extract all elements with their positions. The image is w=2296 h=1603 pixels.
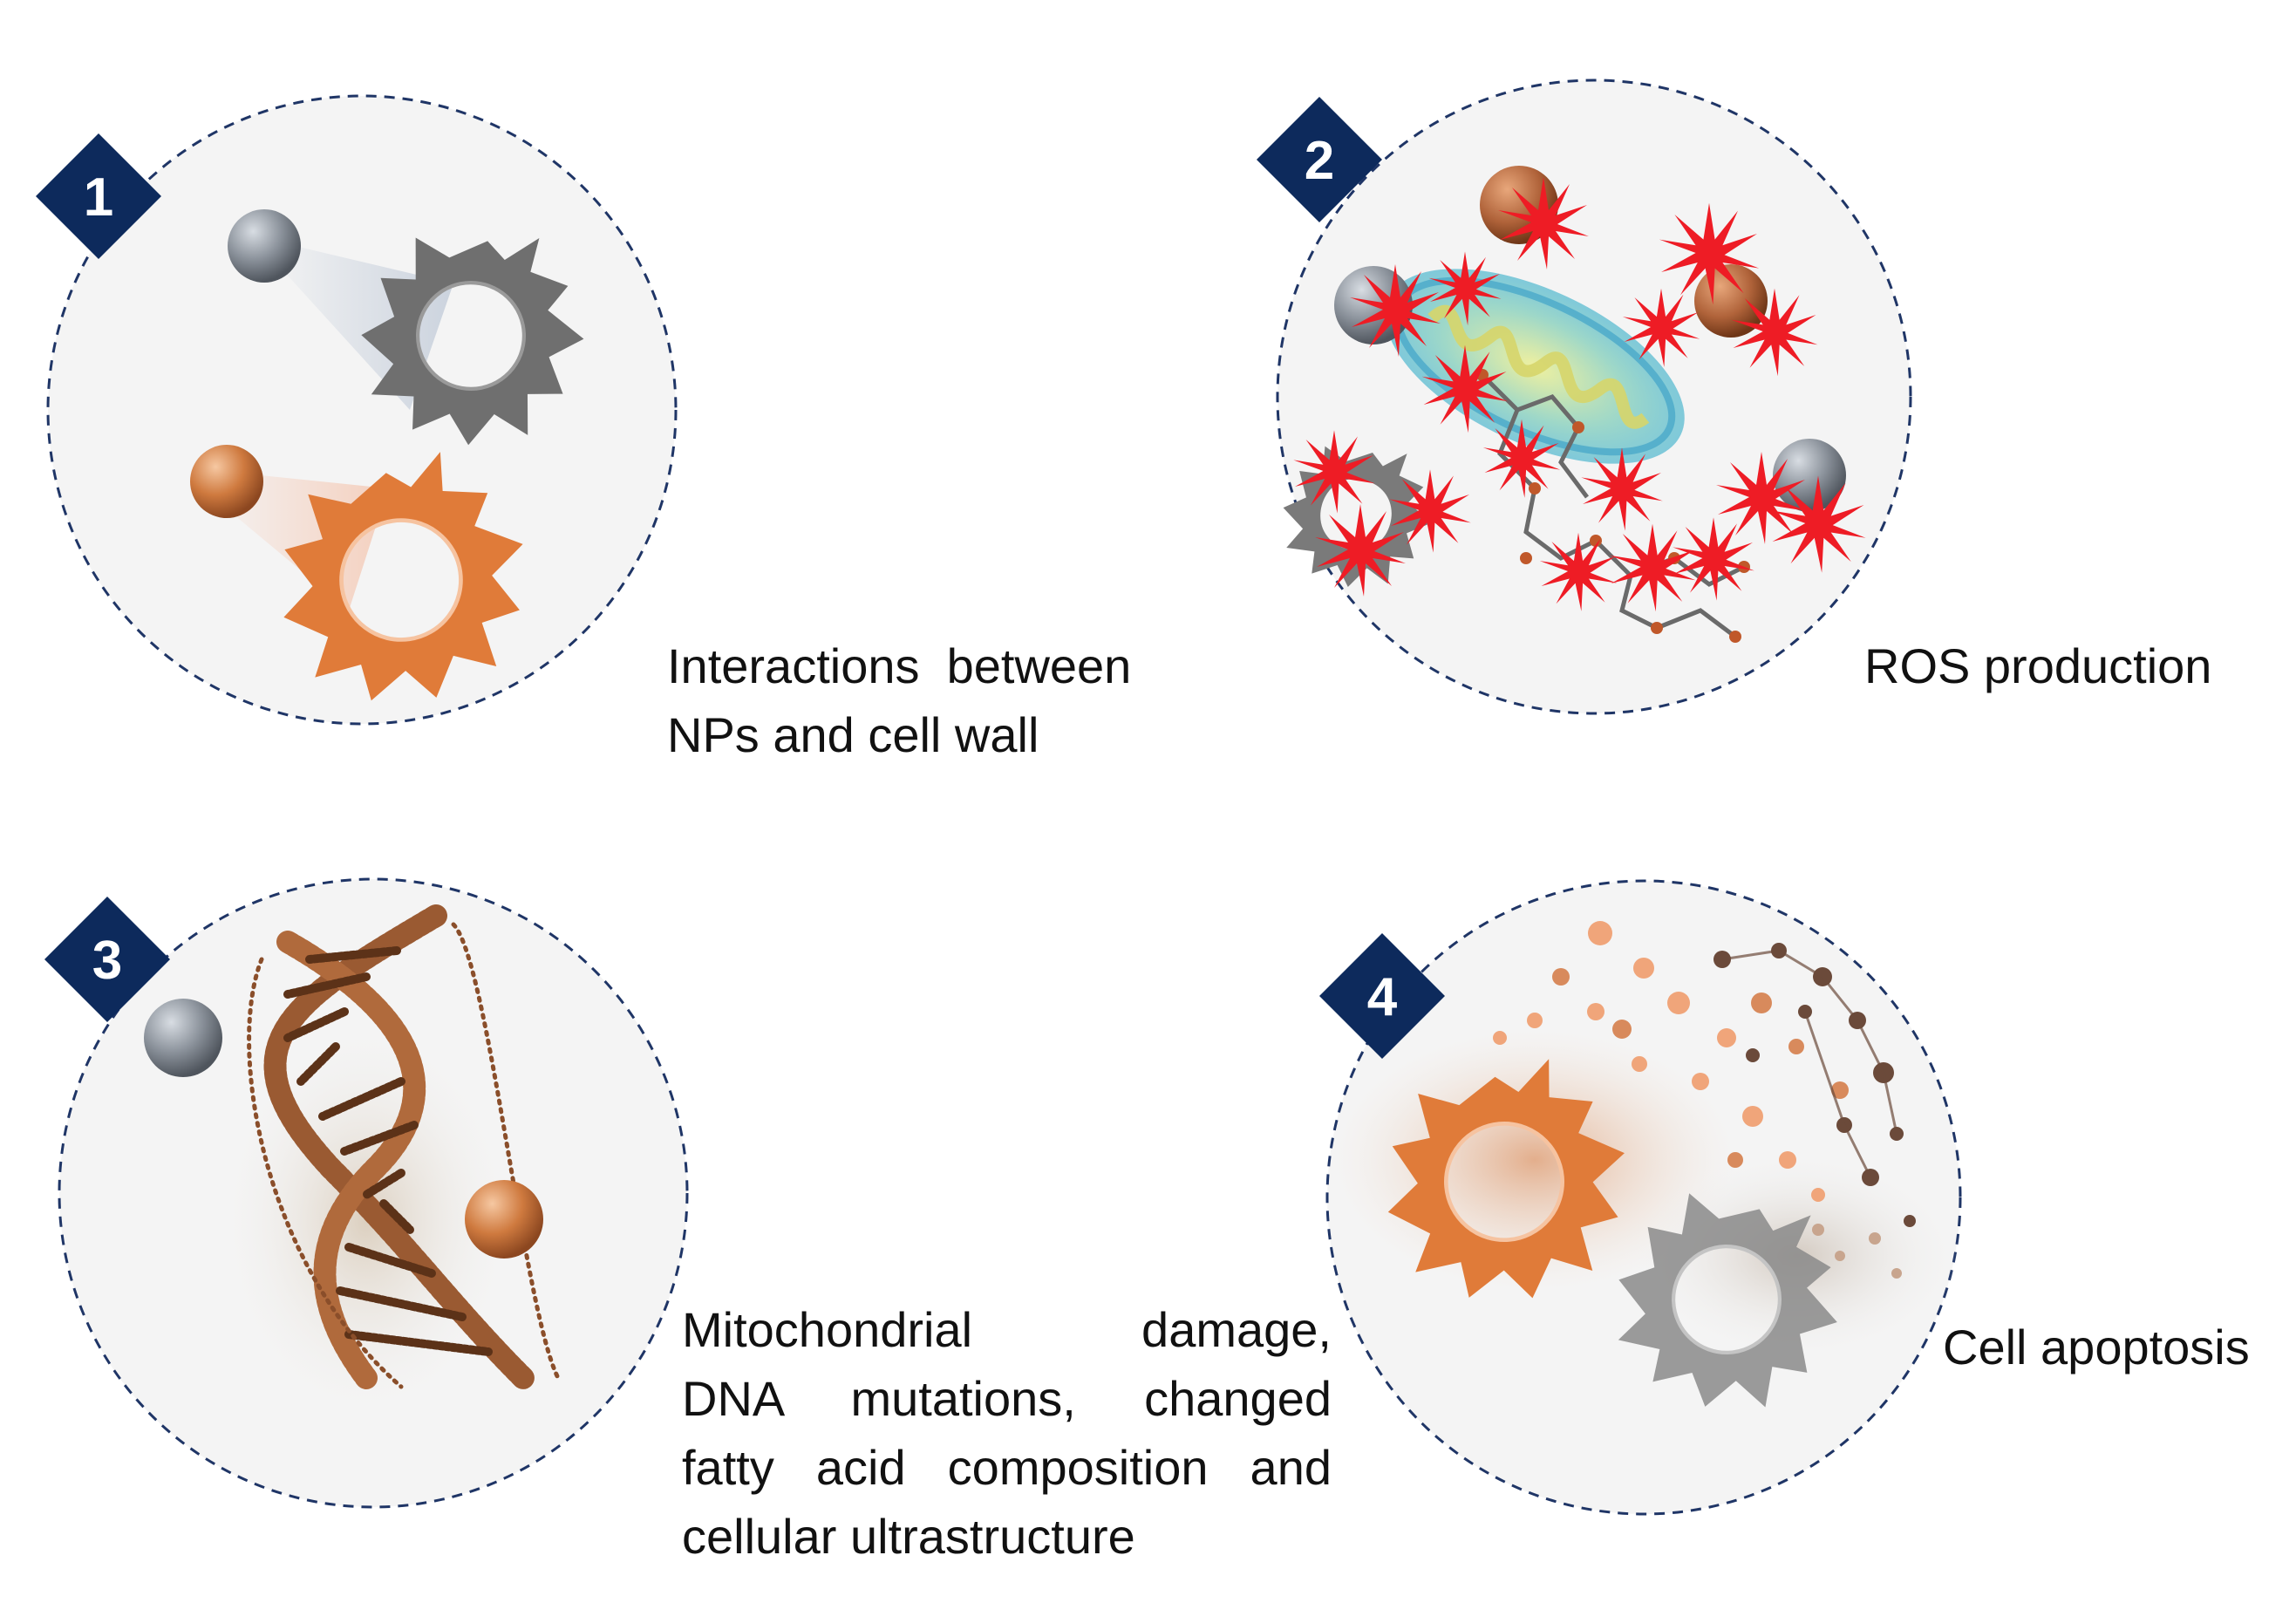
caption-step-4: Cell apoptosis xyxy=(1943,1313,2292,1381)
cell-wall-icon xyxy=(1588,1161,1869,1440)
caption-step-1: Interactions between NPs and cell wall xyxy=(667,631,1208,769)
step-badge-3: 3 xyxy=(44,897,170,1022)
panel-2 xyxy=(1267,78,1912,715)
copper-nanoparticle-icon xyxy=(465,1180,543,1259)
caption-step-3: Mitochondrial damage, DNA mutations, cha… xyxy=(682,1295,1332,1571)
step-number-2: 2 xyxy=(1305,131,1334,191)
step-number-1: 1 xyxy=(84,167,113,228)
panel-1 xyxy=(46,94,678,726)
caption-3-line-2: DNA mutations, changed xyxy=(682,1371,1332,1426)
caption-1-line-1: Interactions between xyxy=(667,638,1132,693)
caption-4-line-1: Cell apoptosis xyxy=(1943,1320,2250,1374)
grey-nanoparticle-icon xyxy=(228,209,301,283)
apoptotic-fragments xyxy=(1493,921,1916,1279)
dna-helix-icon xyxy=(247,904,561,1389)
cell-wall-icon xyxy=(1375,1053,1637,1311)
panel-3 xyxy=(58,877,689,1509)
step-badge-1: 1 xyxy=(36,133,161,259)
panel-4 xyxy=(1325,879,1962,1516)
caption-2-line-1: ROS production xyxy=(1864,638,2212,693)
caption-1-line-2: NPs and cell wall xyxy=(667,707,1039,762)
cell-wall-icon xyxy=(263,442,542,718)
caption-3-line-1: Mitochondrial damage, xyxy=(682,1302,1332,1357)
grey-nanoparticle-icon xyxy=(144,999,222,1077)
step-badge-2: 2 xyxy=(1257,97,1382,222)
caption-3-line-3: fatty acid composition and xyxy=(682,1440,1332,1495)
caption-3-line-4: cellular ultrastructure xyxy=(682,1509,1135,1564)
step-badge-4: 4 xyxy=(1319,933,1445,1059)
copper-nanoparticle-icon xyxy=(190,445,263,518)
step-number-4: 4 xyxy=(1367,967,1398,1027)
cell-wall-icon xyxy=(345,210,600,462)
step-number-3: 3 xyxy=(92,931,122,991)
caption-step-2: ROS production xyxy=(1864,631,2283,700)
